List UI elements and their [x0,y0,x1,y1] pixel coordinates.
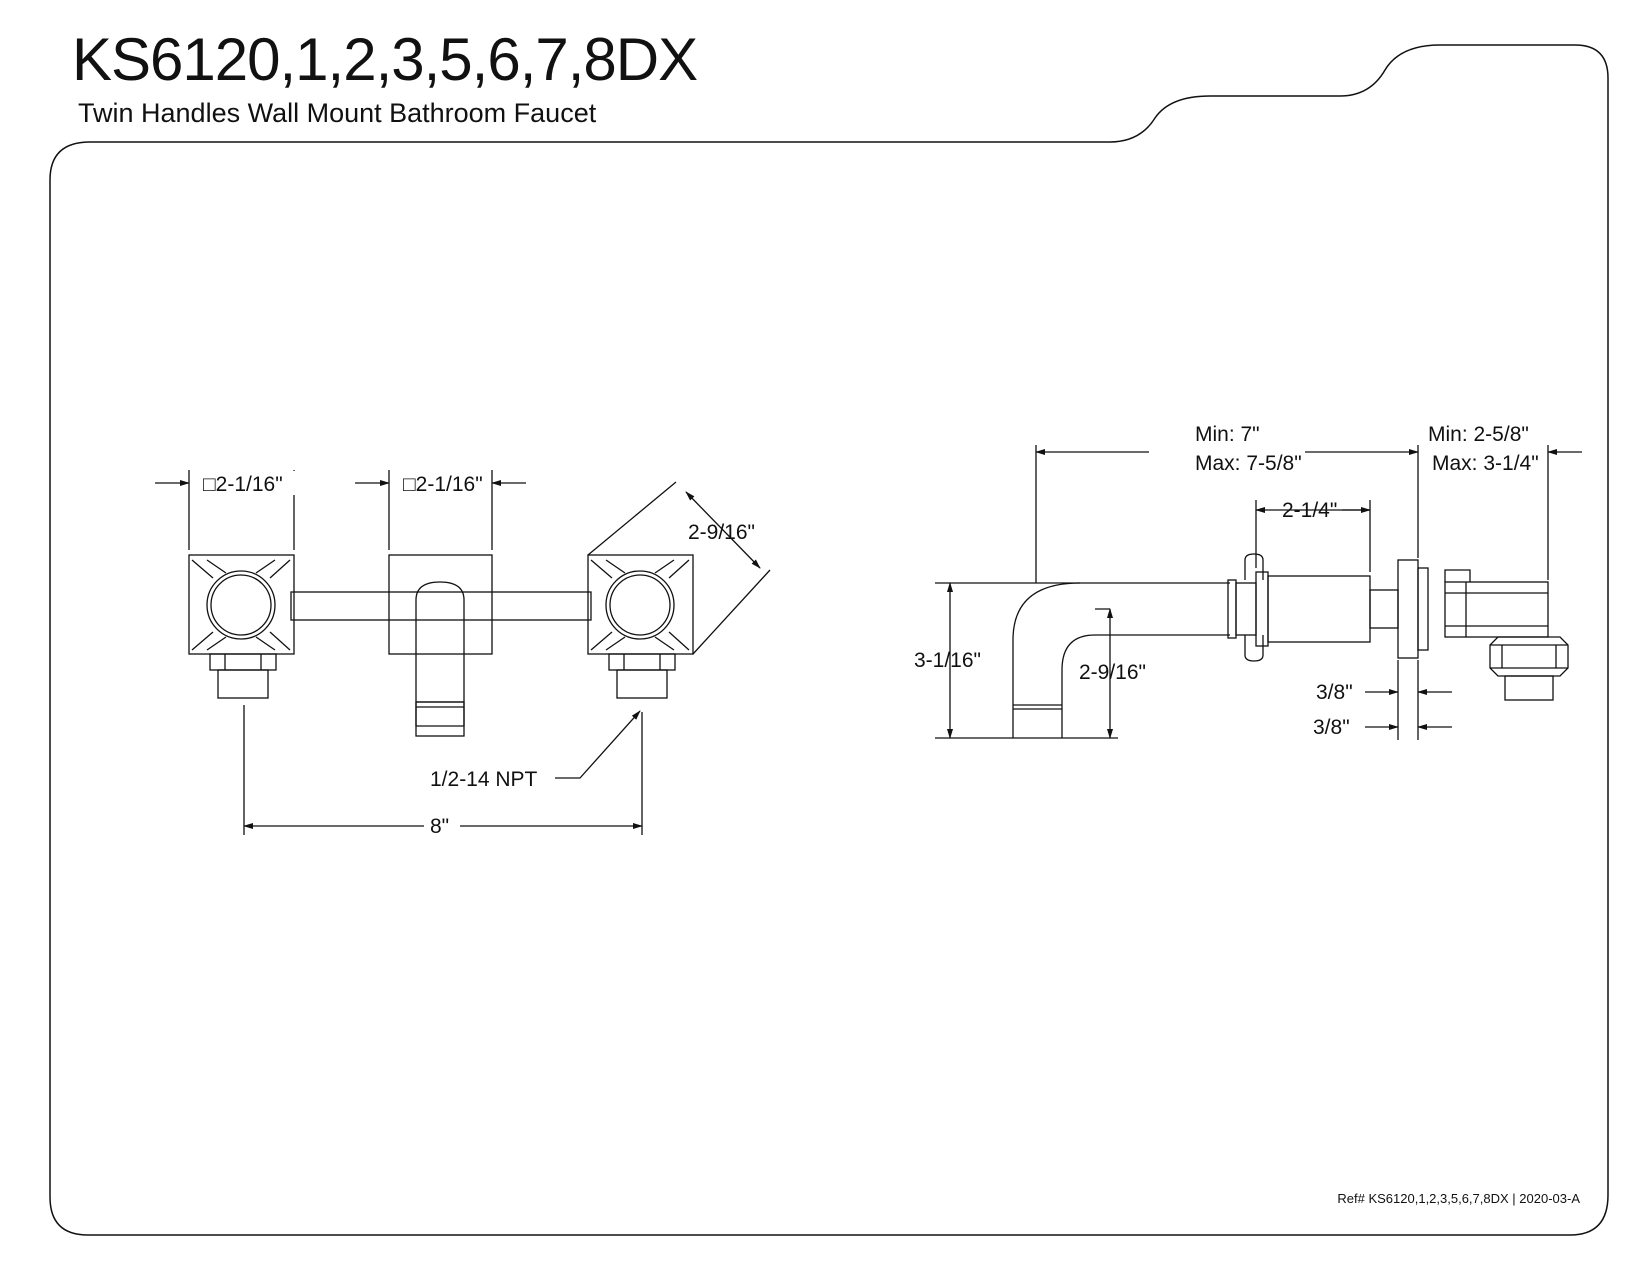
dim-handle-square: □2-1/16" [203,473,283,496]
right-handle [587,554,694,699]
dim-flange-a: 3/8" [1316,681,1353,704]
label-bg [424,812,460,836]
dim-thread: 1/2-14 NPT [430,768,538,791]
dim-center-spacing: 8" [430,815,449,838]
side-view [935,445,1582,740]
model-title: KS6120,1,2,3,5,6,7,8DX [72,26,698,93]
dim-depth-max: Max: 3-1/4" [1432,452,1539,475]
left-handle [188,554,295,699]
dim-depth-min: Min: 2-5/8" [1428,423,1529,446]
dim-reach-max: Max: 7-5/8" [1195,452,1302,475]
dim-spout-height: 3-1/16" [914,649,981,672]
dim-spout-drop: 2-9/16" [1079,661,1146,684]
front-view [155,470,771,835]
dim-flange-b: 3/8" [1313,716,1350,739]
product-subtitle: Twin Handles Wall Mount Bathroom Faucet [78,98,597,128]
label-bg [196,471,331,495]
reference-note: Ref# KS6120,1,2,3,5,6,7,8DX | 2020-03-A [1337,1191,1580,1206]
dim-reach-min: Min: 7" [1195,423,1260,446]
sheet-border [49,44,1609,1236]
spout-body [388,554,493,737]
dim-handle-diagonal: 2-9/16" [688,521,755,544]
dim-handle-to-flange: 2-1/4" [1282,499,1337,522]
dim-spout-square: □2-1/16" [403,473,483,496]
connecting-pipe [290,591,592,621]
